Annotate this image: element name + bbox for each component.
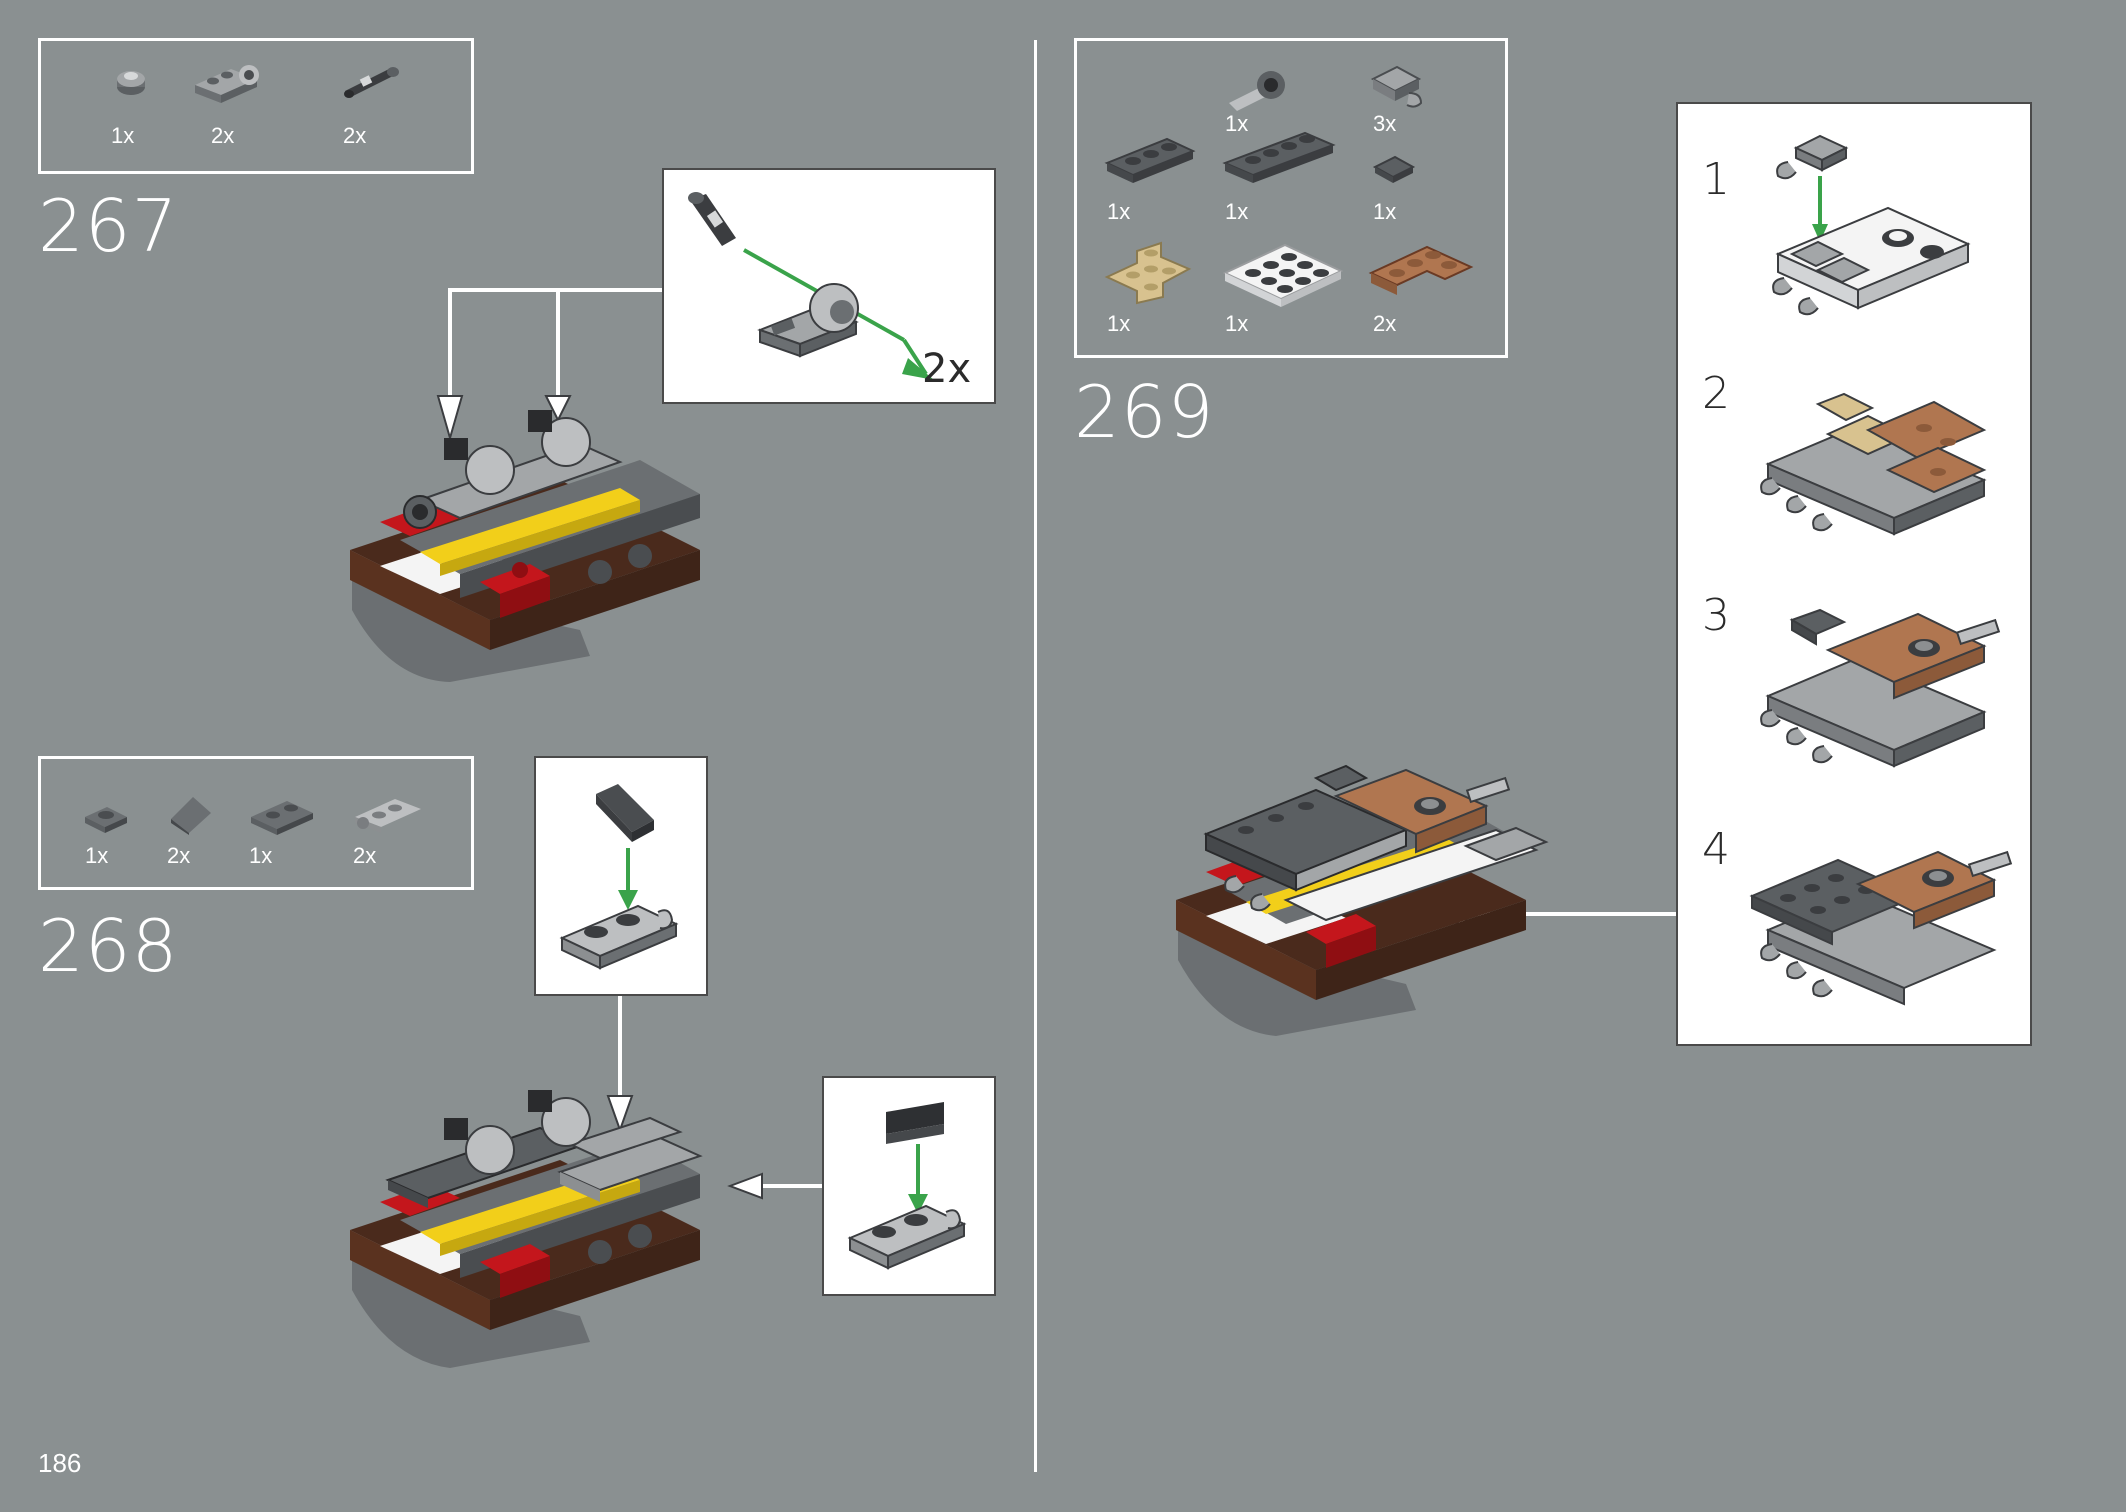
down-green-arrow [908,1144,928,1214]
callout-connector-arrows [606,996,822,1200]
plate-1x4-dark-icon [1222,131,1336,183]
bar-with-stud-icon [344,67,399,98]
plate-with-ball-socket-icon [1229,71,1285,111]
callout-step-268-slope [534,756,708,996]
plate-1x1-dark-icon [1372,155,1416,183]
plate-with-clip-icon [559,904,679,970]
part-qty: 3x [1373,111,1397,136]
brown-corner-plate-icon [1368,245,1474,295]
substep-2-illustration [1760,392,1987,536]
part-qty: 1x [1225,311,1249,336]
part-qty: 1x [1107,311,1131,336]
model-step-268 [350,1090,703,1368]
parts-box-step-267: 1x 2x 2x [38,38,474,174]
white-plate-3x3-icon [1222,243,1344,307]
slope-1x1-icon [886,1102,944,1144]
part-qty: 2x [211,123,235,148]
plate-with-clip-vertical-icon [1370,65,1423,108]
substep-number: 4 [1702,824,1730,875]
substep-number: 3 [1702,590,1730,641]
plate-with-clip-icon [847,1204,967,1270]
callout-qty: 2x [922,346,972,392]
part-qty: 2x [343,123,367,148]
round-plate-1x1-icon [117,71,145,95]
slope-1x1-icon [596,784,654,842]
part-qty: 2x [1373,311,1397,336]
subassembly-panel-step-269: 1 2 3 [1676,102,2032,1046]
bar-with-stud-icon [688,192,736,246]
model-step-267 [350,410,700,682]
part-qty: 1x [111,123,135,148]
callout-connector-arrows [436,288,662,442]
substep-1-illustration [1772,134,1971,316]
step-number-269: 269 [1074,370,1215,454]
substep-4-illustration [1749,850,2013,1006]
step-number-268: 268 [38,904,179,988]
callout-step-268-clip [822,1076,996,1296]
plate-1x3-dark-icon [1104,137,1196,183]
step-number-267: 267 [38,184,179,268]
part-qty: 1x [1107,199,1131,224]
part-qty: 1x [249,843,273,868]
plate-with-pin-hole-icon [195,65,259,103]
down-green-arrow [618,848,638,910]
substep-number: 2 [1702,368,1730,419]
part-qty: 1x [1225,199,1249,224]
plate-1x2-icon [251,801,313,835]
model-step-269 [1176,764,1549,1036]
tan-cross-plate-icon [1104,241,1192,305]
part-qty: 1x [1373,199,1397,224]
callout-step-267: 2x [662,168,996,404]
substep-number: 1 [1702,154,1730,205]
page-number: 186 [38,1448,82,1478]
part-qty: 1x [1225,111,1249,136]
part-qty: 1x [85,843,109,868]
part-qty: 2x [167,843,191,868]
plate-1x1-icon [85,807,127,833]
plate-with-pin-hole-icon [757,283,859,358]
parts-box-step-269: 1x 3x 1x 1x 1x 1x [1074,38,1508,358]
plate-with-clip-icon [355,799,421,833]
page-divider [1034,40,1037,1472]
part-qty: 2x [353,843,377,868]
slope-1x1-icon [171,797,211,835]
parts-box-step-268: 1x 2x 1x 2x [38,756,474,890]
substep-3-illustration [1760,608,2001,768]
